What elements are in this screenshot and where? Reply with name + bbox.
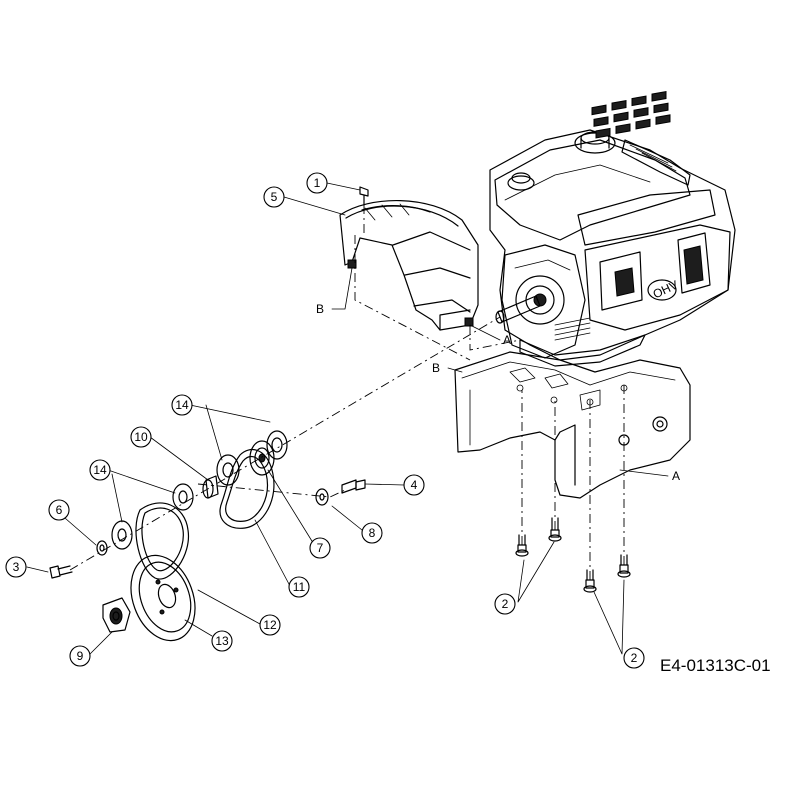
callout-2-upper: 2 — [494, 593, 516, 615]
callout-6-label: 6 — [56, 503, 63, 517]
washer-8 — [315, 488, 329, 506]
crankcase-fins — [554, 317, 591, 341]
hub-9 — [102, 597, 131, 633]
callout-14-lower: 14 — [89, 459, 111, 481]
callout-3-label: 3 — [13, 560, 20, 574]
idler-pulley-7 — [249, 440, 275, 476]
bolt-3 — [49, 565, 73, 579]
callout-13-label: 13 — [215, 634, 229, 648]
callout-11: 11 — [288, 576, 310, 598]
callout-10-label: 10 — [134, 430, 148, 444]
pulley-upper-14 — [266, 430, 288, 460]
callout-14-upper-label: 14 — [175, 398, 189, 412]
pulley-washer-14 — [216, 454, 240, 486]
spacer-10 — [202, 475, 219, 499]
callout-9-label: 9 — [77, 649, 84, 663]
callout-4: 4 — [403, 474, 425, 496]
washer-14-lower — [172, 483, 194, 511]
callout-12: 12 — [259, 614, 281, 636]
leader-lines — [26, 182, 669, 655]
callout-7: 7 — [309, 537, 331, 559]
shroud-vents — [591, 90, 671, 139]
callout-8-label: 8 — [369, 526, 376, 540]
callout-11-label: 11 — [293, 580, 306, 594]
callout-1-label: 1 — [314, 176, 321, 190]
belt-12 — [135, 502, 190, 580]
callout-5: 5 — [263, 186, 285, 208]
ref-letter-a-shield: A — [503, 333, 511, 347]
callout-3: 3 — [5, 556, 27, 578]
frame-plate — [454, 351, 691, 499]
callout-7-label: 7 — [317, 541, 324, 555]
callout-5-label: 5 — [271, 190, 278, 204]
callout-14-lower-label: 14 — [93, 463, 107, 477]
callout-1: 1 — [306, 172, 328, 194]
callout-6: 6 — [48, 499, 70, 521]
callout-10: 10 — [130, 426, 152, 448]
belt-shield — [339, 200, 479, 331]
drawing-code: E4-01313C-01 — [660, 656, 771, 675]
callout-8: 8 — [361, 522, 383, 544]
callout-2-lower: 2 — [623, 647, 645, 669]
engine: OHV — [489, 90, 736, 367]
alignment-lines — [69, 205, 625, 580]
ref-letter-a-frame: A — [672, 469, 680, 483]
mount-bolts-2 — [515, 517, 631, 593]
ref-letter-b-shield: B — [316, 302, 324, 316]
callout-2-upper-label: 2 — [502, 597, 509, 611]
callout-13: 13 — [211, 630, 233, 652]
ref-letter-b-frame: B — [432, 361, 440, 375]
bolt-4 — [341, 479, 366, 494]
callout-9: 9 — [69, 645, 91, 667]
callout-12-label: 12 — [263, 618, 277, 632]
drive-pulley-13 — [130, 554, 196, 642]
callout-14-upper: 14 — [171, 394, 193, 416]
belt-11 — [219, 448, 275, 529]
callout-4-label: 4 — [411, 478, 418, 492]
callout-2-lower-label: 2 — [631, 651, 638, 665]
washer-14-left — [111, 520, 133, 550]
bolt-1 — [359, 186, 369, 206]
